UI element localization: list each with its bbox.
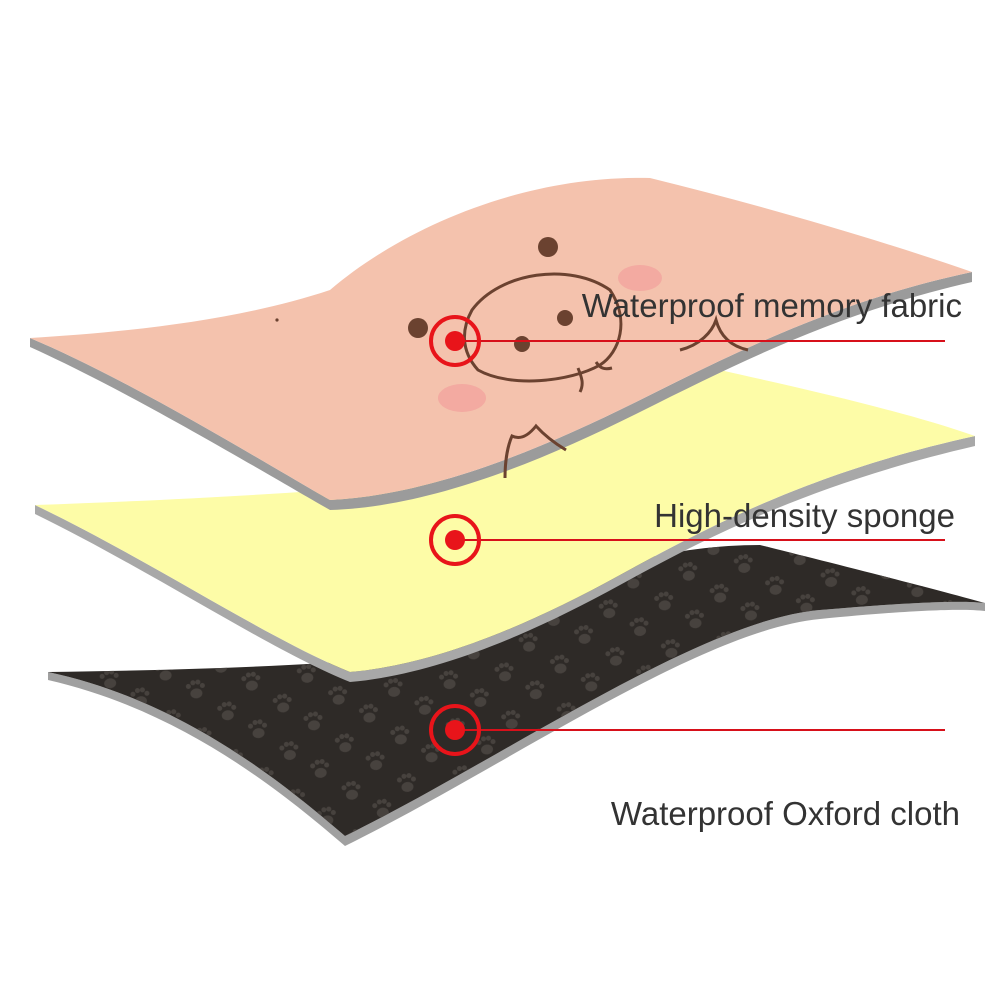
target-ring-icon	[429, 315, 481, 367]
paw-print-icon	[48, 545, 985, 836]
target-dot-icon	[445, 331, 465, 351]
label-oxford-cloth: Waterproof Oxford cloth	[611, 795, 960, 832]
memory-fabric-surface	[30, 177, 972, 500]
layer-oxford-cloth	[48, 545, 985, 846]
target-dot-icon	[445, 720, 465, 740]
sponge-surface	[35, 370, 975, 672]
target-ring-icon	[429, 704, 481, 756]
target-ring-icon	[429, 514, 481, 566]
memory-fabric-edge	[30, 272, 972, 510]
label-memory-fabric: Waterproof memory fabric	[582, 287, 962, 324]
label-sponge: High-density sponge	[654, 497, 955, 534]
sponge-edge	[35, 436, 975, 682]
marker-oxford-cloth	[429, 704, 945, 756]
marker-sponge	[429, 514, 945, 566]
marker-memory-fabric	[429, 315, 945, 367]
layer-sponge	[35, 370, 975, 682]
target-dot-icon	[445, 530, 465, 550]
